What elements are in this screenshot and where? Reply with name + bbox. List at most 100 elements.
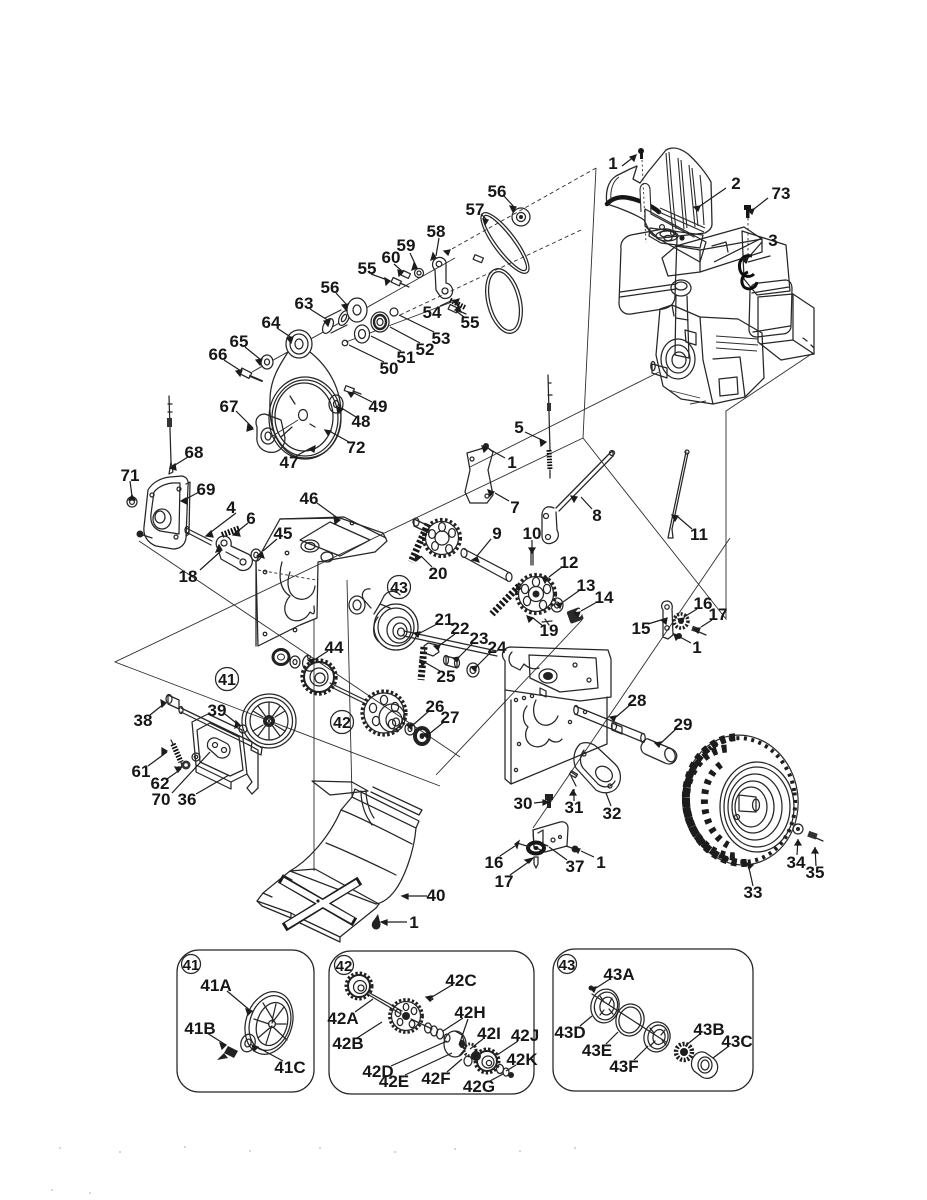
svg-text:58: 58: [427, 222, 446, 241]
svg-text:1: 1: [692, 638, 701, 657]
svg-text:21: 21: [435, 610, 454, 629]
svg-text:16: 16: [485, 853, 504, 872]
svg-text:42A: 42A: [327, 1009, 358, 1028]
svg-text:19: 19: [540, 621, 559, 640]
svg-text:43E: 43E: [582, 1041, 612, 1060]
svg-text:42I: 42I: [477, 1024, 501, 1043]
svg-text:7: 7: [510, 498, 519, 517]
svg-text:1: 1: [409, 913, 418, 932]
svg-text:43C: 43C: [721, 1032, 752, 1051]
svg-text:27: 27: [441, 708, 460, 727]
svg-text:1: 1: [608, 154, 617, 173]
svg-text:42C: 42C: [445, 971, 476, 990]
svg-text:17: 17: [495, 872, 514, 891]
svg-text:34: 34: [787, 853, 806, 872]
svg-text:70: 70: [152, 790, 171, 809]
svg-text:18: 18: [179, 567, 198, 586]
svg-text:39: 39: [208, 701, 227, 720]
svg-text:57: 57: [466, 200, 485, 219]
svg-text:42J: 42J: [511, 1026, 539, 1045]
svg-text:40: 40: [427, 886, 446, 905]
svg-text:41A: 41A: [200, 976, 231, 995]
svg-text:43B: 43B: [693, 1020, 724, 1039]
svg-text:65: 65: [230, 332, 249, 351]
svg-text:6: 6: [246, 509, 255, 528]
svg-text:26: 26: [426, 697, 445, 716]
svg-text:35: 35: [806, 863, 825, 882]
svg-text:12: 12: [560, 553, 579, 572]
svg-text:55: 55: [358, 259, 377, 278]
svg-text:73: 73: [772, 184, 791, 203]
svg-text:22: 22: [451, 619, 470, 638]
svg-text:47: 47: [280, 453, 299, 472]
svg-text:32: 32: [603, 804, 622, 823]
svg-text:43F: 43F: [609, 1057, 638, 1076]
svg-text:50: 50: [380, 359, 399, 378]
svg-text:42K: 42K: [506, 1050, 538, 1069]
svg-text:64: 64: [262, 313, 281, 332]
svg-text:42F: 42F: [421, 1069, 450, 1088]
svg-text:23: 23: [470, 629, 489, 648]
svg-text:60: 60: [382, 248, 401, 267]
svg-text:20: 20: [429, 564, 448, 583]
svg-text:33: 33: [744, 883, 763, 902]
svg-text:56: 56: [488, 182, 507, 201]
svg-text:59: 59: [397, 236, 416, 255]
svg-text:15: 15: [632, 619, 651, 638]
svg-text:16: 16: [694, 594, 713, 613]
svg-text:49: 49: [369, 397, 388, 416]
svg-text:28: 28: [628, 691, 647, 710]
svg-text:44: 44: [325, 638, 344, 657]
svg-text:38: 38: [134, 711, 153, 730]
svg-text:41: 41: [218, 672, 236, 689]
svg-text:62: 62: [151, 774, 170, 793]
svg-text:31: 31: [565, 798, 584, 817]
svg-text:42B: 42B: [332, 1034, 363, 1053]
svg-text:43A: 43A: [603, 965, 634, 984]
svg-text:68: 68: [185, 443, 204, 462]
svg-text:53: 53: [432, 329, 451, 348]
svg-text:43D: 43D: [554, 1023, 585, 1042]
svg-text:42G: 42G: [463, 1077, 495, 1096]
svg-text:8: 8: [592, 506, 601, 525]
svg-text:41: 41: [183, 957, 200, 974]
svg-text:4: 4: [226, 498, 236, 517]
svg-text:43: 43: [559, 957, 576, 974]
svg-text:41B: 41B: [184, 1019, 215, 1038]
svg-text:52: 52: [416, 340, 435, 359]
svg-text:45: 45: [274, 524, 293, 543]
svg-text:41C: 41C: [274, 1058, 305, 1077]
svg-text:3: 3: [768, 231, 777, 250]
svg-text:69: 69: [197, 480, 216, 499]
svg-text:42: 42: [336, 958, 353, 975]
svg-text:13: 13: [577, 576, 596, 595]
svg-text:71: 71: [121, 466, 140, 485]
svg-text:66: 66: [209, 345, 228, 364]
svg-text:42D: 42D: [362, 1062, 393, 1081]
svg-text:42: 42: [333, 715, 351, 732]
svg-text:14: 14: [595, 588, 614, 607]
svg-text:67: 67: [220, 397, 239, 416]
svg-text:30: 30: [514, 794, 533, 813]
svg-text:2: 2: [731, 174, 740, 193]
svg-text:25: 25: [437, 667, 456, 686]
svg-text:54: 54: [423, 303, 442, 322]
svg-text:55: 55: [461, 313, 480, 332]
svg-text:1: 1: [507, 453, 516, 472]
svg-text:9: 9: [492, 524, 501, 543]
svg-text:46: 46: [300, 489, 319, 508]
svg-text:63: 63: [295, 294, 314, 313]
svg-text:72: 72: [347, 438, 366, 457]
svg-text:56: 56: [321, 278, 340, 297]
svg-text:11: 11: [690, 525, 708, 544]
svg-text:36: 36: [178, 790, 197, 809]
svg-text:5: 5: [514, 418, 523, 437]
svg-text:43: 43: [390, 580, 408, 597]
svg-text:10: 10: [523, 524, 542, 543]
svg-text:42H: 42H: [454, 1003, 485, 1022]
svg-text:37: 37: [566, 857, 585, 876]
svg-text:61: 61: [132, 762, 151, 781]
svg-text:42E: 42E: [379, 1072, 409, 1091]
svg-text:29: 29: [674, 715, 693, 734]
svg-text:48: 48: [352, 412, 371, 431]
